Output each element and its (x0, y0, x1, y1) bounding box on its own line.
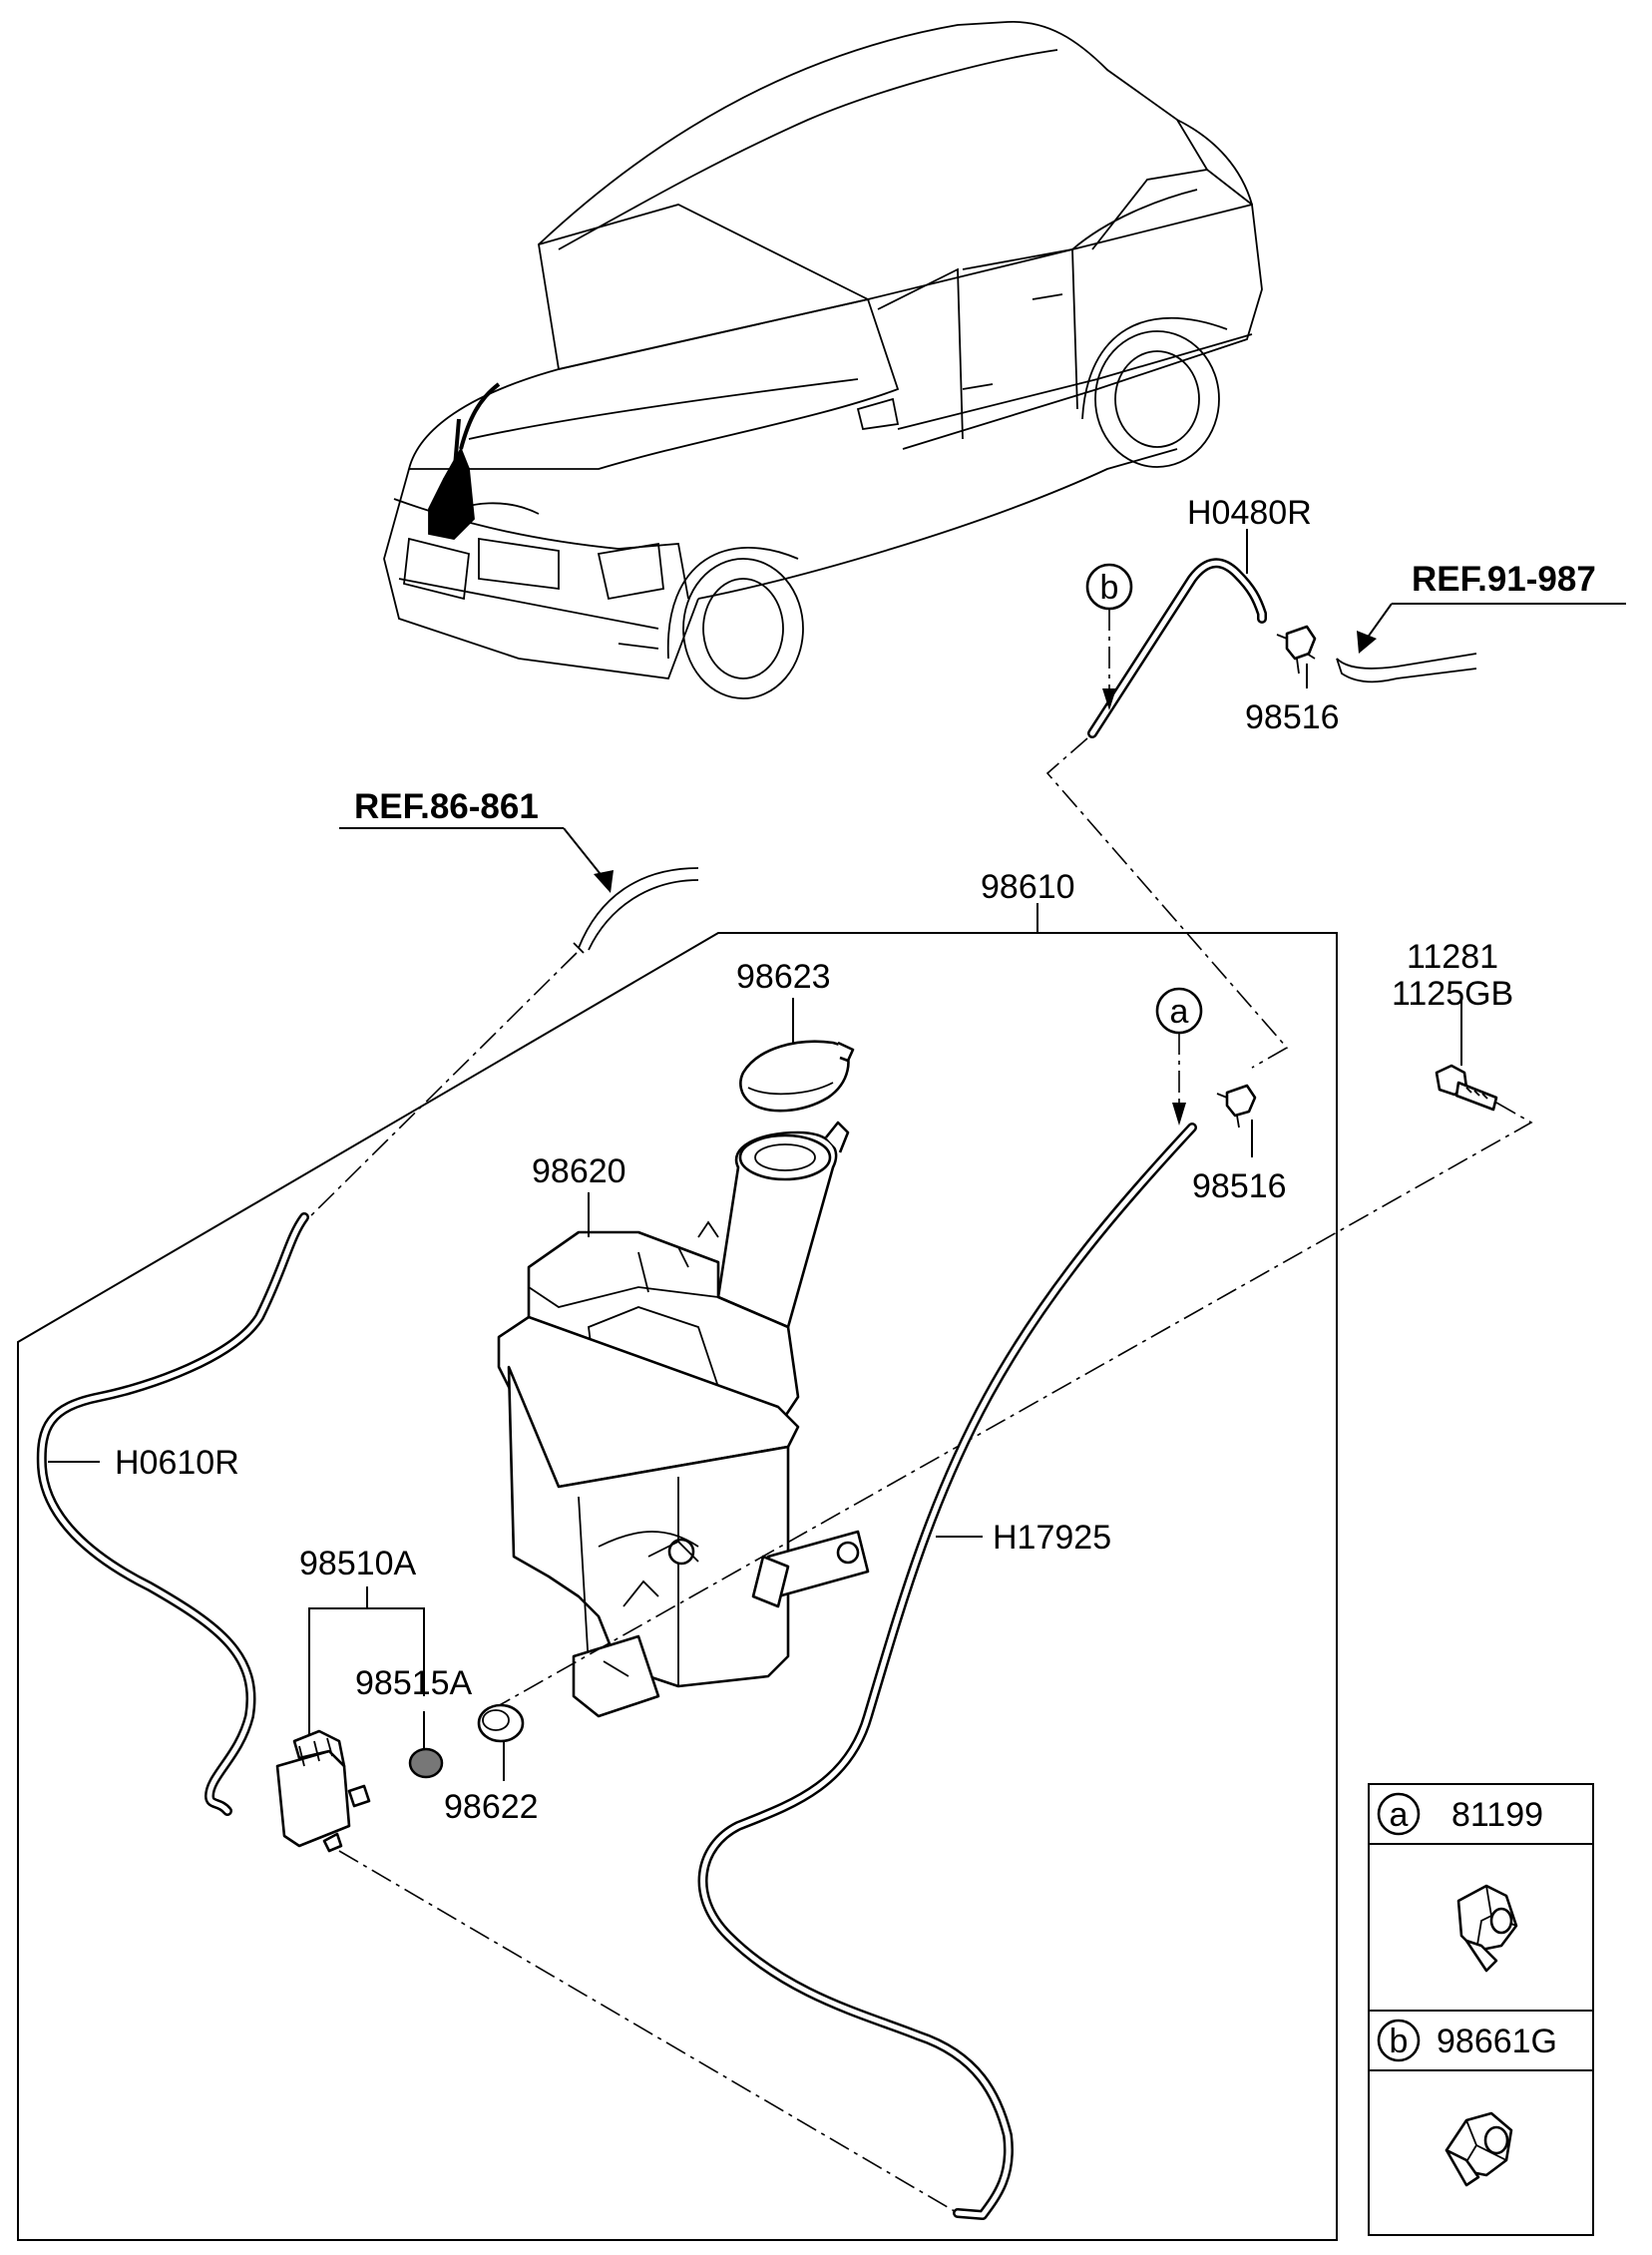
hose-h0610r (36, 1212, 309, 1816)
legend-part-98661g: 98661G (1437, 2023, 1557, 2060)
ref-86-861: REF.86-861 (354, 787, 539, 826)
label-98515a: 98515A (355, 1664, 473, 1702)
filter-98515a (408, 1747, 444, 1779)
nozzle-upper (1276, 625, 1317, 675)
hose-clip-icon (1456, 1884, 1518, 1973)
cap-98623 (739, 1040, 855, 1113)
callout-a-letter: a (1170, 993, 1189, 1031)
legend-table: a 81199 b 98661G (1368, 1783, 1594, 2236)
legend-letter-a: a (1390, 1796, 1409, 1834)
legend-row-b: b 98661G (1377, 2019, 1557, 2187)
legend-part-81199: 81199 (1451, 1796, 1543, 1834)
legend-row-a: a 81199 (1377, 1792, 1543, 1973)
label-98622: 98622 (444, 1788, 539, 1826)
label-98516-lower: 98516 (1192, 1167, 1287, 1205)
hose-clip-icon (1445, 2111, 1513, 2187)
label-98610: 98610 (981, 868, 1075, 906)
ref-91-987-hose (1336, 653, 1477, 683)
callout-b-letter: b (1100, 569, 1119, 607)
assembly-outline (17, 932, 1338, 2241)
legend-letter-b: b (1390, 2023, 1409, 2060)
label-h17925: H17925 (993, 1519, 1111, 1557)
grommet-98622 (477, 1703, 525, 1743)
label-98510a: 98510A (299, 1545, 417, 1582)
ref-86-861-hose (573, 867, 699, 954)
reservoir-98620 (497, 1121, 870, 1718)
vehicle-illustration (383, 21, 1263, 699)
pump-98510a (275, 1729, 371, 1853)
hose-h17925 (697, 1123, 1197, 2220)
nozzle-lower (1216, 1084, 1257, 1128)
hose-h0480r (1087, 558, 1267, 738)
label-h0480r: H0480R (1187, 494, 1312, 532)
ref-91-987: REF.91-987 (1412, 560, 1596, 599)
label-98516-upper: 98516 (1245, 698, 1340, 736)
label-98623: 98623 (736, 958, 831, 996)
label-98620: 98620 (532, 1152, 626, 1190)
label-11281: 11281 (1407, 938, 1498, 976)
label-h0610r: H0610R (115, 1444, 239, 1482)
label-1125gb: 1125GB (1392, 975, 1513, 1013)
bolt-11281 (1435, 1064, 1498, 1112)
